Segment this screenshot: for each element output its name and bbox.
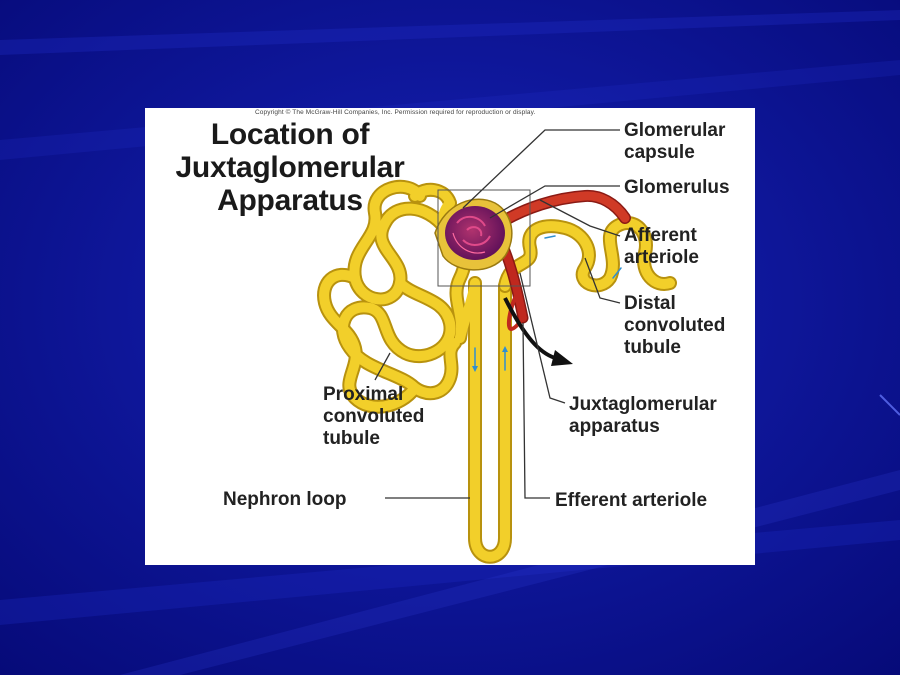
label-line: Glomerulus	[624, 177, 730, 198]
title-line-3: Apparatus	[217, 184, 363, 217]
arterioles	[489, 189, 631, 331]
label-line: capsule	[624, 142, 695, 163]
label-line: Afferent	[624, 225, 697, 246]
label-efferent-arteriole: Efferent arteriole	[555, 490, 707, 512]
label-line: Glomerular	[624, 120, 726, 141]
label-line: Distal	[624, 293, 676, 314]
title-line-2: Juxtaglomerular	[175, 151, 405, 184]
label-nephron-loop: Nephron loop	[223, 489, 346, 511]
figure-title: Location of Juxtaglomerular Apparatus	[145, 118, 435, 217]
label-afferent-arteriole: Afferent arteriole	[624, 225, 699, 269]
title-line-1: Location of	[210, 118, 370, 151]
label-glomerular-capsule: Glomerular capsule	[624, 120, 725, 164]
label-line: apparatus	[569, 416, 660, 437]
label-line: tubule	[323, 428, 380, 449]
label-line: Juxtaglomerular	[569, 394, 717, 415]
label-line: convoluted	[624, 315, 726, 336]
zoom-arrow	[503, 297, 573, 366]
label-line: Efferent arteriole	[555, 490, 708, 511]
label-line: convoluted	[323, 406, 425, 427]
nephron-illustration	[317, 129, 677, 564]
label-line: Proximal	[323, 384, 404, 405]
nephron-figure: Copyright © The McGraw-Hill Companies, I…	[145, 108, 755, 565]
label-proximal-convoluted-tubule: Proximal convoluted tubule	[323, 384, 424, 450]
label-glomerulus: Glomerulus	[624, 177, 730, 199]
label-juxtaglomerular-apparatus: Juxtaglomerular apparatus	[569, 394, 717, 438]
label-line: tubule	[624, 337, 681, 358]
leader-lines	[374, 129, 621, 499]
label-line: arteriole	[624, 247, 699, 268]
juxtaglomerular-box	[437, 189, 531, 287]
label-line: Nephron loop	[223, 489, 347, 510]
copyright-notice: Copyright © The McGraw-Hill Companies, I…	[255, 109, 536, 116]
nephron-loop	[455, 276, 512, 564]
label-distal-convoluted-tubule: Distal convoluted tubule	[624, 293, 725, 359]
